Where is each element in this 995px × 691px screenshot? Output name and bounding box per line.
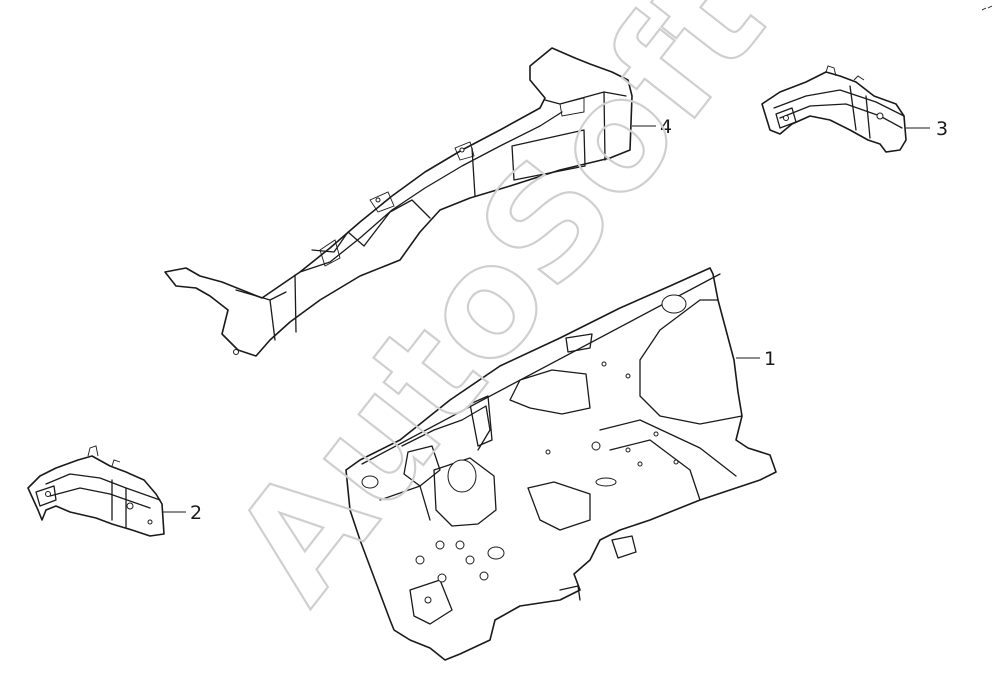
- part-1-dash-panel: [345, 267, 777, 661]
- callout-leaders: [162, 125, 930, 513]
- corner-mark-icon: [981, 5, 993, 11]
- callout-4: 4: [660, 116, 672, 138]
- callout-1: 1: [764, 348, 776, 370]
- part-2-side-member-left: [27, 445, 165, 537]
- callout-3: 3: [936, 118, 948, 140]
- callout-2: 2: [190, 502, 202, 524]
- part-4-cowl-panel: [164, 47, 633, 357]
- part-3-side-member-right: [761, 65, 907, 153]
